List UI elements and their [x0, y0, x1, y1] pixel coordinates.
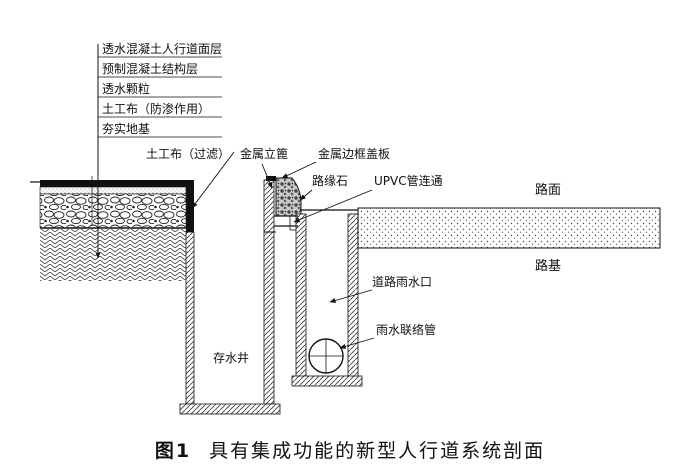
layer-label-3: 透水颗粒: [102, 81, 150, 96]
foundation-layer: [40, 229, 186, 281]
label-geotextile-filter: 土工布（过滤）: [146, 147, 230, 161]
upvc-pipe: [274, 215, 298, 227]
surface-layer: [40, 180, 186, 187]
precast-layer: [39, 186, 187, 195]
layer-label-5: 夯实地基: [102, 121, 150, 136]
metal-cover: [266, 176, 276, 181]
label-rain-pipe: 雨水联络管: [376, 322, 436, 337]
filter-geotextile: [186, 180, 194, 232]
curb-stone: [275, 177, 302, 217]
label-curb: 路缘石: [312, 173, 348, 188]
label-road-surface: 路面: [535, 182, 561, 198]
storage-well: [179, 231, 281, 415]
label-upvc: UPVC管连通: [374, 173, 443, 188]
label-storage-well: 存水井: [213, 351, 249, 365]
caption-number: 图1: [154, 440, 192, 462]
metal-grate: [263, 176, 276, 233]
layer-label-1: 透水混凝土人行道面层: [102, 41, 222, 56]
label-inlet: 道路雨水口: [372, 274, 432, 289]
road-inlet-structure: [291, 209, 363, 387]
road-pavement: [357, 207, 661, 249]
particle-layer: [39, 193, 187, 229]
label-metal-cover: 金属边框盖板: [318, 146, 390, 161]
layer-label-4: 土工布（防渗作用）: [102, 101, 210, 116]
label-road-base: 路基: [535, 258, 561, 274]
caption-text: 具有集成功能的新型人行道系统剖面: [209, 440, 546, 462]
layer-labels: 透水混凝土人行道面层 预制混凝土结构层 透水颗粒 土工布（防渗作用） 夯实地基: [91, 41, 222, 259]
label-metal-cage: 金属立篦: [240, 146, 288, 161]
figure-caption: 图1 具有集成功能的新型人行道系统剖面: [0, 436, 700, 463]
layer-label-2: 预制混凝土结构层: [102, 61, 198, 76]
sidewalk-structure: [30, 180, 194, 281]
